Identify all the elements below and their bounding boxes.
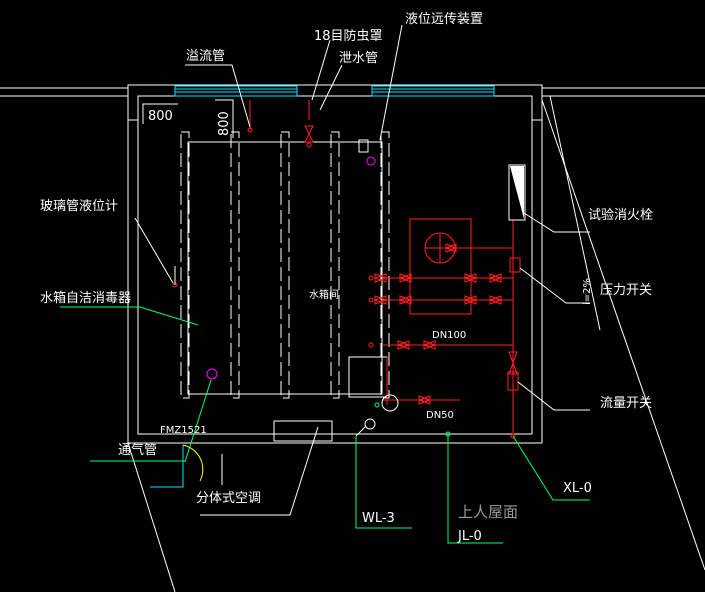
pressure-switch-box <box>509 257 521 273</box>
valve-1 <box>373 273 388 283</box>
valve-7 <box>463 295 478 305</box>
label-roof-access: 上人屋面 <box>458 503 518 521</box>
level-transmitter-sensor <box>366 156 376 166</box>
label-insect-screen: 18目防虫罩 <box>314 28 383 44</box>
window-right <box>371 85 495 97</box>
split-ac-unit <box>273 420 333 442</box>
leader-insect <box>311 39 331 101</box>
flow-switch-box <box>507 371 519 391</box>
valve-4 <box>488 273 503 283</box>
valve-5 <box>373 295 388 305</box>
dim-h-box <box>142 103 178 124</box>
tank-stiffeners <box>180 131 390 399</box>
room-inner-wall <box>137 95 533 435</box>
label-level-transmitter: 液位远传装置 <box>405 12 483 27</box>
vent-outline <box>150 445 184 488</box>
dim-v-box <box>215 99 234 138</box>
vent-arc <box>182 444 204 482</box>
label-xl0: XL-0 <box>563 481 592 496</box>
leader-wl3 <box>355 436 412 529</box>
fmz-sensor <box>206 368 218 380</box>
dim-h-label: 800 <box>148 109 173 124</box>
label-flow-switch: 流量开关 <box>600 396 652 411</box>
valve-3 <box>463 273 478 283</box>
test-hydrant <box>508 164 526 221</box>
tank-body <box>187 141 383 395</box>
label-drain-pipe: 泄水管 <box>339 51 378 66</box>
label-wl3: WL-3 <box>362 511 395 526</box>
valves <box>304 125 521 405</box>
label-disinfector: 水箱自洁消毒器 <box>40 290 131 306</box>
valve-2 <box>398 273 413 283</box>
label-fmz: FMZ1521 <box>160 425 207 436</box>
window-left <box>174 85 298 97</box>
dim-v-label: 800 <box>217 111 232 136</box>
label-pressure-switch: 压力开关 <box>600 283 652 298</box>
pump-check-valve <box>444 243 458 253</box>
pump-box <box>409 218 472 315</box>
leader-fmz <box>184 379 212 463</box>
label-vent-pipe: 通气管 <box>118 442 157 458</box>
valve-6 <box>398 295 413 305</box>
label-glass-level-gauge: 玻璃管液位计 <box>40 199 118 214</box>
label-overflow: 溢流管 <box>186 49 225 64</box>
dn100-label: DN100 <box>432 330 466 341</box>
leader-hydrant <box>523 212 590 233</box>
label-split-ac: 分体式空调 <box>196 491 261 506</box>
valve-9 <box>396 340 411 350</box>
dimension-marks <box>142 99 234 138</box>
level-transmitter-box <box>358 139 369 153</box>
building-walls <box>0 84 705 592</box>
label-slope: i=2% <box>582 278 593 305</box>
dn50-label: DN50 <box>426 410 454 421</box>
leader-lines <box>60 24 590 544</box>
valve-riser <box>508 351 518 375</box>
valve-8 <box>488 295 503 305</box>
tank-label: 水箱间 <box>309 288 339 301</box>
roof-slope-right <box>541 99 705 571</box>
leader-level <box>379 24 403 141</box>
roof-slope-right-2 <box>549 95 601 331</box>
windows <box>174 85 495 97</box>
label-jl0: JL-0 <box>457 529 482 544</box>
leader-jl0 <box>447 434 503 544</box>
valve-11 <box>417 395 432 405</box>
valve-10 <box>422 340 437 350</box>
leader-drain <box>319 64 343 111</box>
label-test-hydrant: 试验消火栓 <box>588 207 653 223</box>
pipe-nodes <box>172 127 516 439</box>
leader-overflow <box>185 64 251 128</box>
drain-pump <box>381 394 399 412</box>
drain-valve <box>304 125 314 143</box>
roof-slope-left <box>127 442 176 592</box>
leader-ac <box>200 426 319 516</box>
leader-gauge <box>134 217 174 284</box>
room-outer-wall <box>127 84 543 444</box>
leader-xl0 <box>512 435 590 501</box>
leader-pressure <box>519 267 590 304</box>
water-tank <box>180 131 390 399</box>
leader-disinfector <box>60 306 199 326</box>
leader-flow <box>517 381 590 411</box>
